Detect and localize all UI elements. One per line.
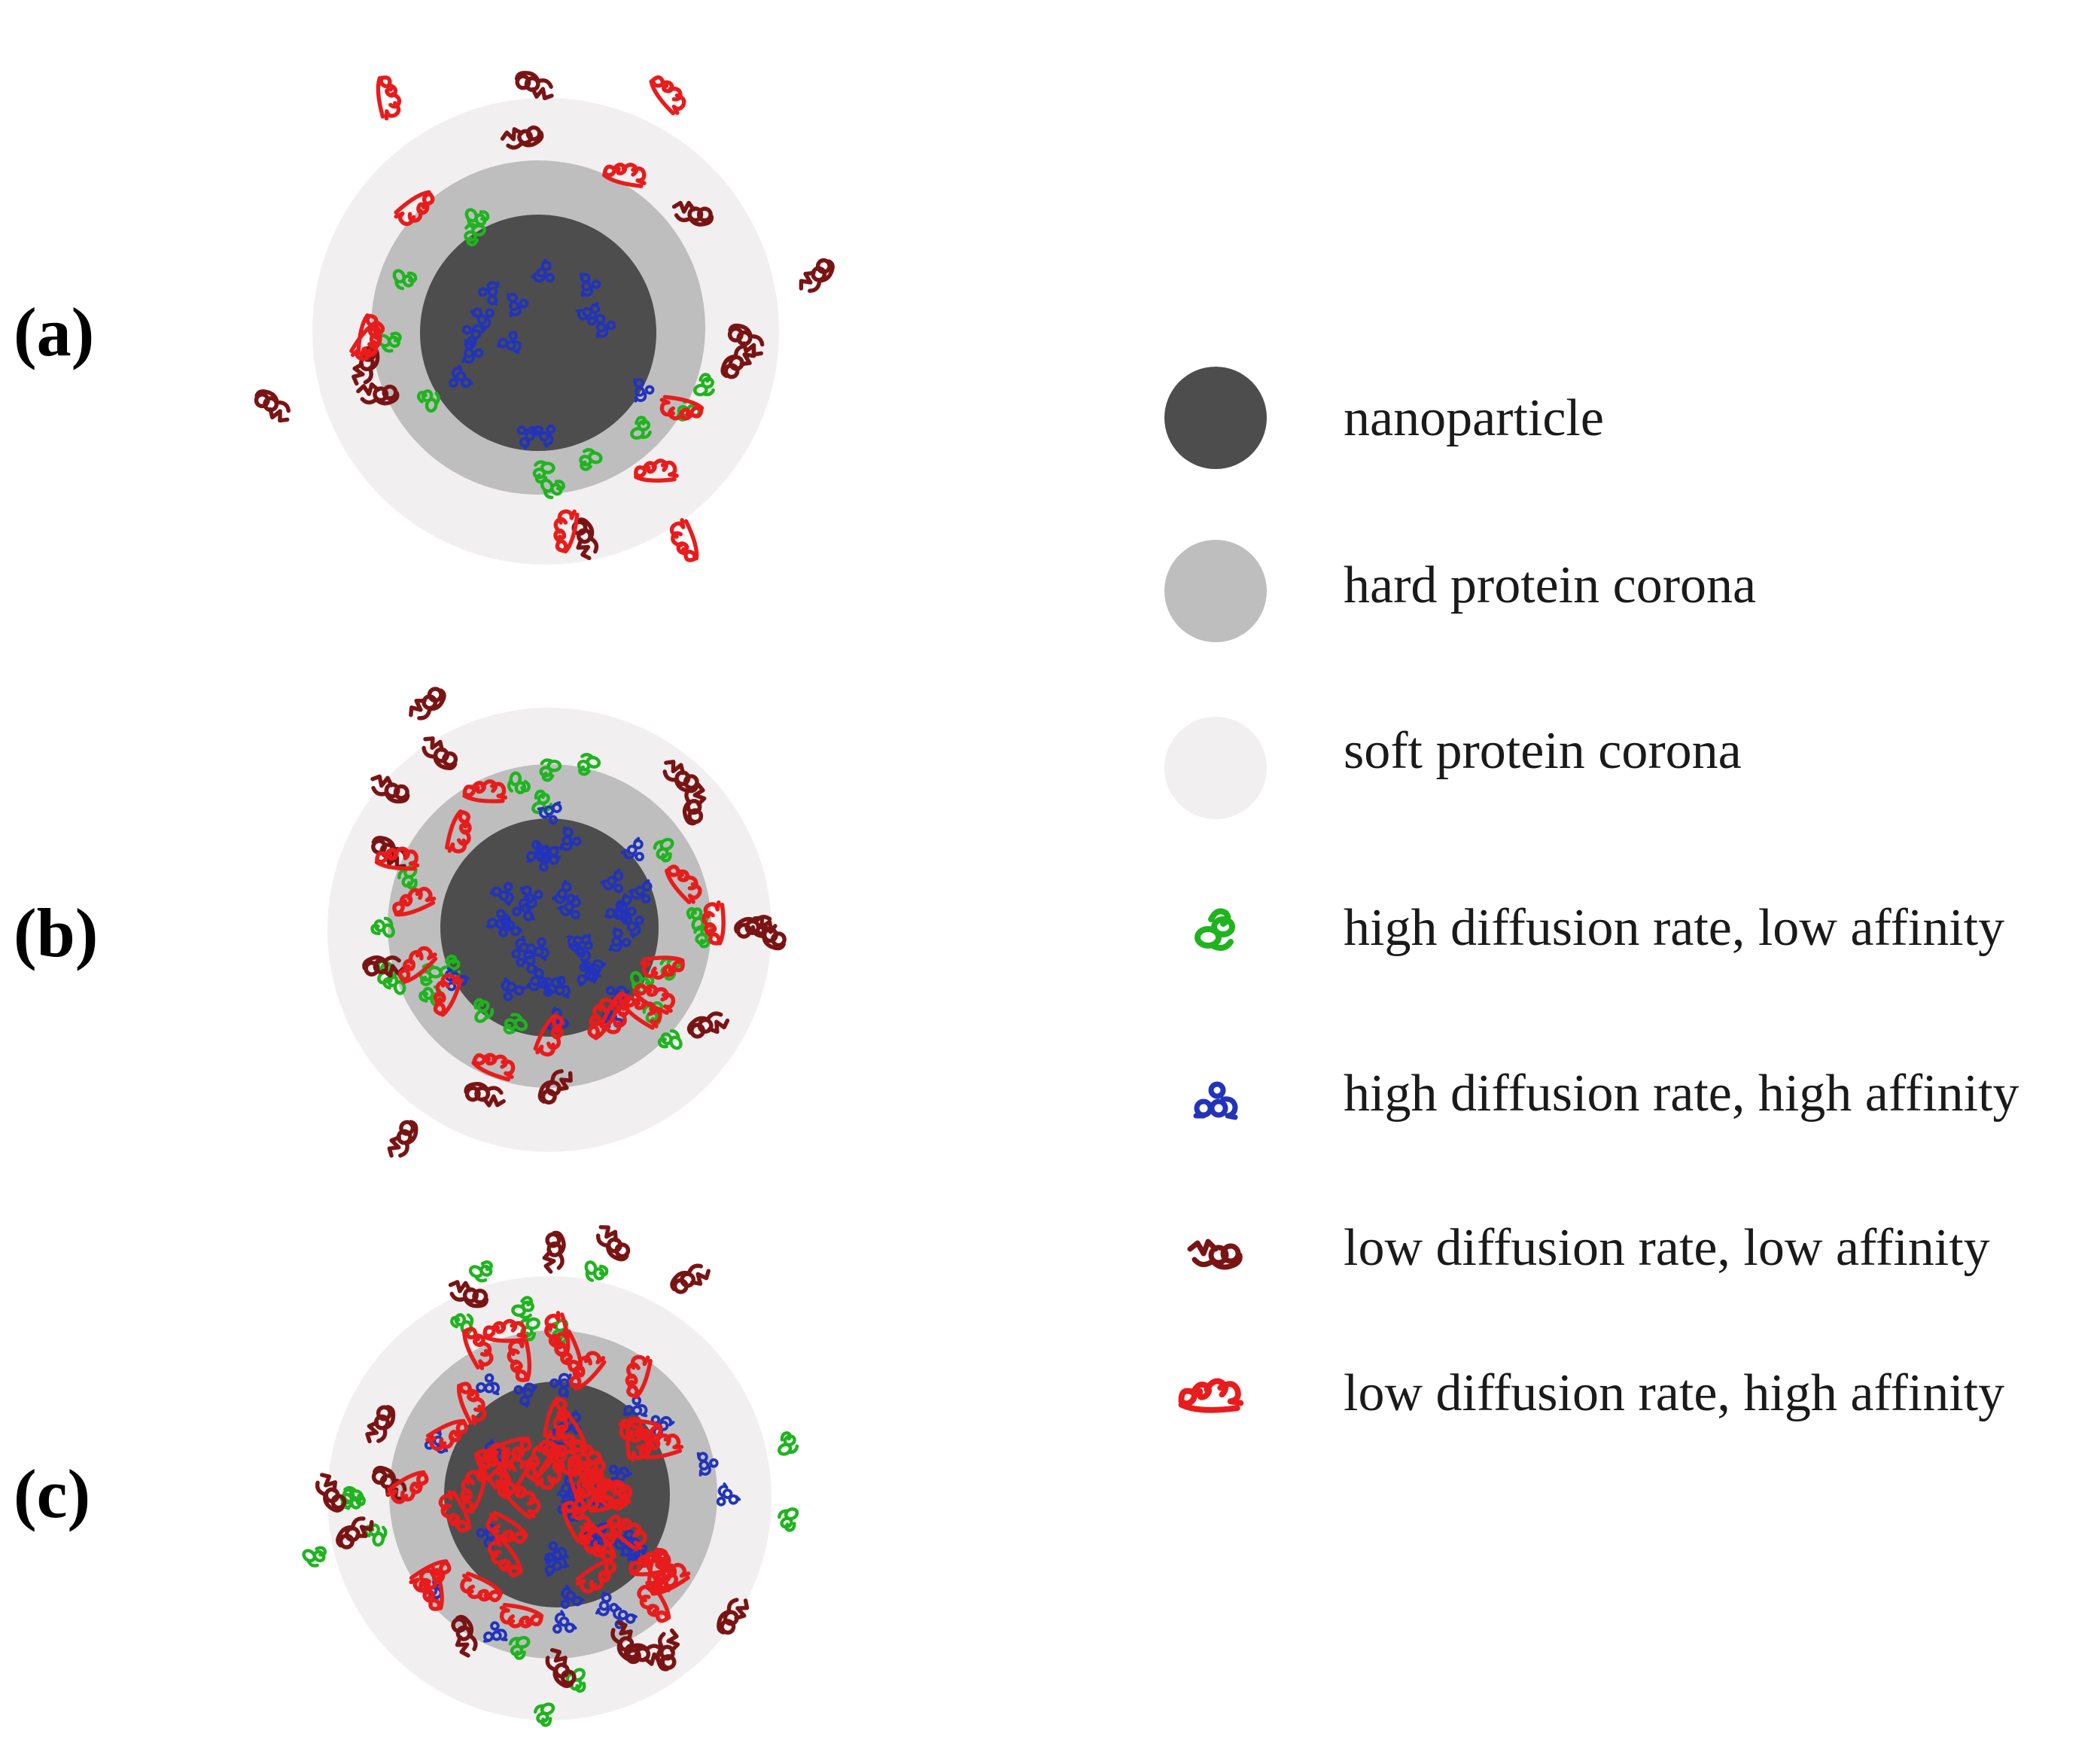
ldha-protein-icon — [668, 519, 700, 564]
legend-item-hard-corona: hard protein corona — [1164, 540, 1756, 642]
panel-label-a: (a) — [14, 294, 94, 370]
panel-c: (c) — [14, 1223, 803, 1727]
ldla-protein-icon — [669, 1260, 712, 1298]
nanoparticle-b — [440, 818, 659, 1037]
panel-b: (b) — [14, 683, 790, 1161]
legend-ldha-protein-icon — [1182, 1381, 1241, 1409]
ldla-protein-icon — [513, 70, 556, 102]
legend-nanoparticle-label: nanoparticle — [1344, 389, 1604, 447]
panel-label-b: (b) — [14, 894, 98, 971]
legend-hdla-protein-icon — [1198, 911, 1232, 948]
ldla-protein-icon — [592, 1223, 634, 1263]
ldla-protein-icon — [543, 1232, 565, 1272]
legend-nanoparticle-swatch — [1164, 367, 1267, 469]
ldha-protein-icon — [648, 72, 689, 116]
legend-soft-corona-swatch — [1164, 717, 1267, 819]
legend-ldha-label: low diffusion rate, high affinity — [1344, 1364, 2004, 1422]
ldha-protein-icon — [376, 76, 402, 119]
legend-hdla-label: high diffusion rate, low affinity — [1344, 899, 2004, 957]
legend-hdha-label: high diffusion rate, high affinity — [1344, 1065, 2019, 1123]
nanoparticle-a — [420, 215, 656, 451]
panel-a: (a) — [14, 70, 836, 565]
legend-item-soft-corona: soft protein corona — [1164, 717, 1742, 819]
legend-hard-corona-swatch — [1164, 540, 1267, 642]
ldla-protein-icon — [386, 1118, 419, 1162]
ldla-protein-icon — [251, 388, 295, 425]
panel-label-c: (c) — [14, 1455, 90, 1532]
hdla-protein-icon — [777, 1506, 802, 1532]
ldla-protein-icon — [796, 254, 836, 297]
legend-hdha-protein-icon — [1196, 1084, 1235, 1117]
hdla-protein-icon — [301, 1540, 328, 1568]
hdla-protein-icon — [583, 1258, 608, 1282]
legend-item-ldha: low diffusion rate, high affinity — [1182, 1364, 2004, 1422]
ldla-protein-icon — [406, 683, 448, 724]
hdla-protein-icon — [468, 1257, 495, 1284]
legend-item-hdha: high diffusion rate, high affinity — [1196, 1065, 2019, 1123]
legend-item-ldla: low diffusion rate, low affinity — [1190, 1219, 1990, 1277]
legend-item-hdla: high diffusion rate, low affinity — [1198, 899, 2004, 957]
legend-ldla-protein-icon — [1190, 1242, 1240, 1267]
legend-soft-corona-label: soft protein corona — [1344, 722, 1742, 780]
legend-ldla-label: low diffusion rate, low affinity — [1344, 1219, 1990, 1277]
hdla-protein-icon — [773, 1430, 799, 1457]
legend-hard-corona-label: hard protein corona — [1344, 556, 1756, 614]
legend: nanoparticle hard protein corona soft pr… — [1164, 367, 2019, 1422]
legend-item-nanoparticle: nanoparticle — [1164, 367, 1604, 469]
